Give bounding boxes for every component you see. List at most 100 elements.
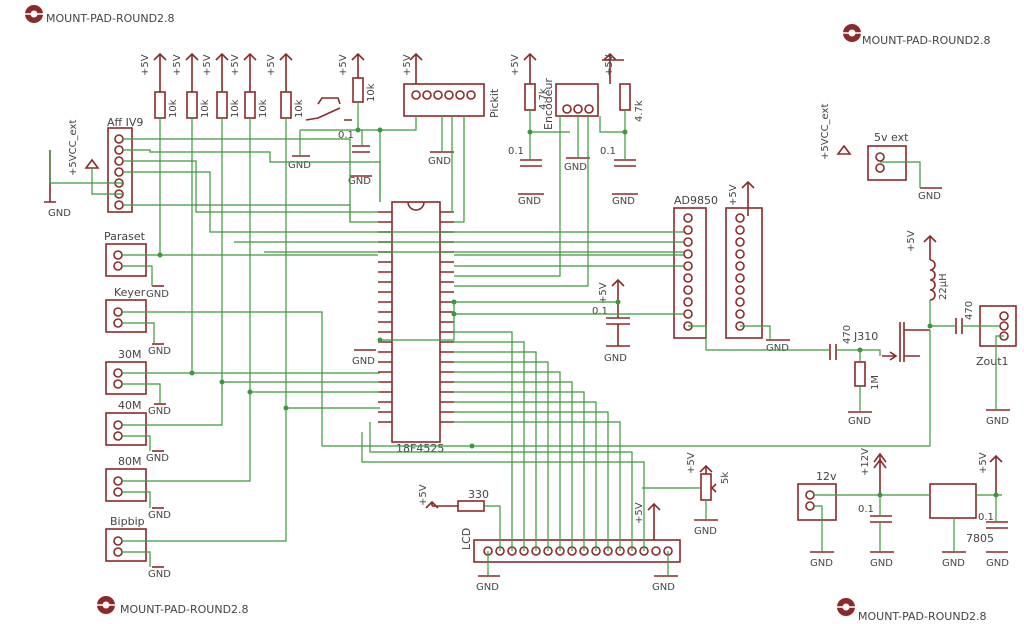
supply-label: +5V — [634, 502, 645, 524]
dds-label: AD9850 — [674, 194, 718, 207]
cap-value: 0.1 — [858, 504, 874, 515]
cap-value: 0.1 — [600, 146, 616, 157]
connector-label: 80M — [118, 455, 142, 468]
cap-value: 0.1 — [592, 306, 608, 317]
gnd-label: GND — [766, 343, 789, 354]
supply-label: +5V — [418, 484, 429, 506]
net-wires — [49, 102, 1004, 576]
gnd-label: GND — [518, 196, 541, 207]
supply-label: +5V — [172, 54, 183, 76]
gnd-label: GND — [148, 406, 171, 417]
regulator-label: 7805 — [966, 532, 994, 545]
gnd-label: GND — [810, 558, 833, 569]
dds-ad9850: AD9850 +5V GND — [673, 180, 790, 354]
gnd-label: GND — [146, 289, 169, 300]
supply-label: +5V — [402, 54, 413, 76]
lcd-section: +5V 330 LCD GND GND +5V +5V 5k GND — [418, 452, 731, 593]
gnd-label: GND — [476, 582, 499, 593]
connector-aff-iv9: Aff IV9 +5VCC_ext GND — [44, 116, 143, 219]
supply-label: +5VCC_ext — [68, 120, 79, 176]
resistor-value: 10k — [168, 99, 179, 118]
gnd-label: GND — [148, 569, 171, 580]
connector-pickit: +5V Pickit GND — [402, 52, 501, 167]
encoder-circuit: +5V 4.7k Encodeur 0.1 GND GND +5V 4.7k 0… — [508, 52, 645, 207]
mcu-label: 18F4525 — [396, 442, 444, 455]
mcu-decoupling: +5V 0.1 GND — [592, 278, 630, 364]
mount-pad-label: MOUNT-PAD-ROUND2.8 — [120, 603, 249, 616]
inductor-value: 22µH — [938, 273, 949, 300]
gnd-label: GND — [428, 156, 451, 167]
mount-pad-label: MOUNT-PAD-ROUND2.8 — [46, 12, 175, 25]
connector-30m: 30M GND — [105, 348, 171, 417]
resistor-value: 4.7k — [634, 100, 645, 122]
gnd-label: GND — [148, 510, 171, 521]
supply-label: +5V — [202, 54, 213, 76]
mount-pad-top-left: MOUNT-PAD-ROUND2.8 — [24, 5, 175, 25]
connector-label: Encodeur — [542, 78, 555, 130]
resistor-value: 330 — [468, 488, 489, 501]
gnd-label: GND — [348, 176, 371, 187]
connector-label: Keyer — [114, 286, 146, 299]
gnd-label: GND — [652, 582, 675, 593]
gnd-label: GND — [942, 558, 965, 569]
gnd-label: GND — [694, 526, 717, 537]
gnd-label: GND — [604, 353, 627, 364]
connector-label: 30M — [118, 348, 142, 361]
reset-circuit: +5V 10k GND 0.1 GND — [288, 52, 377, 187]
mcu-18f4525: 18F4525 GND — [352, 201, 454, 455]
gnd-label: GND — [612, 196, 635, 207]
resistor-value: 10k — [366, 83, 377, 102]
gnd-label: GND — [848, 416, 871, 427]
supply-label: +5V — [510, 54, 521, 76]
connector-bipbip: Bipbip GND — [105, 515, 171, 580]
supply-label: +5V — [604, 54, 615, 76]
power-supply: 12v GND +12V 0.1 GND 7805 GND +5V 0.1 GN… — [797, 448, 1009, 569]
connector-label: 5v ext — [874, 131, 909, 144]
connector-label: 40M — [118, 399, 142, 412]
cap-value: 470 — [964, 301, 975, 320]
gnd-label: GND — [288, 160, 311, 171]
supply-label: +5V — [266, 54, 277, 76]
gnd-label: GND — [986, 416, 1009, 427]
resistor-value: 10k — [294, 99, 305, 118]
mount-pad-label: MOUNT-PAD-ROUND2.8 — [862, 34, 991, 47]
mount-pad-bottom-right: MOUNT-PAD-ROUND2.8 — [836, 598, 987, 623]
jfet-label: J310 — [853, 330, 878, 343]
supply-label: +5V — [140, 54, 151, 76]
junction-dots — [157, 127, 999, 498]
supply-label: +12V — [860, 448, 871, 476]
connector-label: LCD — [460, 528, 473, 550]
connector-label: Aff IV9 — [107, 116, 143, 129]
pot-value: 5k — [720, 472, 731, 484]
supply-label: +5V — [338, 54, 349, 76]
mount-pad-top-right: MOUNT-PAD-ROUND2.8 — [842, 24, 991, 47]
pullup-resistor-bank: +5V +5V +5V +5V +5V 10k 10k 10k 10k 10k — [140, 52, 305, 119]
resistor-value: 10k — [230, 99, 241, 118]
gnd-label: GND — [146, 453, 169, 464]
connector-label: Zout1 — [976, 355, 1009, 368]
supply-label: +5V — [230, 54, 241, 76]
resistor-value: 10k — [258, 99, 269, 118]
connector-80m: 80M GND — [105, 455, 171, 521]
supply-label: +5V — [686, 452, 697, 474]
gnd-label: GND — [918, 191, 941, 202]
gnd-label: GND — [148, 346, 171, 357]
connector-40m: 40M GND — [105, 399, 169, 464]
connector-5v-ext: +5VCC_ext 5v ext GND — [820, 104, 942, 202]
cap-value: 0.1 — [338, 130, 354, 141]
supply-label: +5V — [598, 282, 609, 304]
connector-label: Pickit — [488, 88, 501, 118]
gnd-label: GND — [352, 356, 375, 367]
connector-label: 12v — [816, 470, 837, 483]
supply-label: +5VCC_ext — [820, 104, 831, 160]
mount-pad-label: MOUNT-PAD-ROUND2.8 — [858, 610, 987, 623]
supply-label: +5V — [728, 184, 739, 206]
mount-pad-bottom-left: MOUNT-PAD-ROUND2.8 — [96, 596, 249, 616]
resistor-value: 10k — [200, 99, 211, 118]
resistor-value: 1M — [870, 375, 881, 390]
resistor-value: 4.7k — [538, 88, 549, 110]
cap-value: 0.1 — [508, 146, 524, 157]
supply-label: +5V — [906, 230, 917, 252]
connector-label: Bipbip — [110, 515, 145, 528]
